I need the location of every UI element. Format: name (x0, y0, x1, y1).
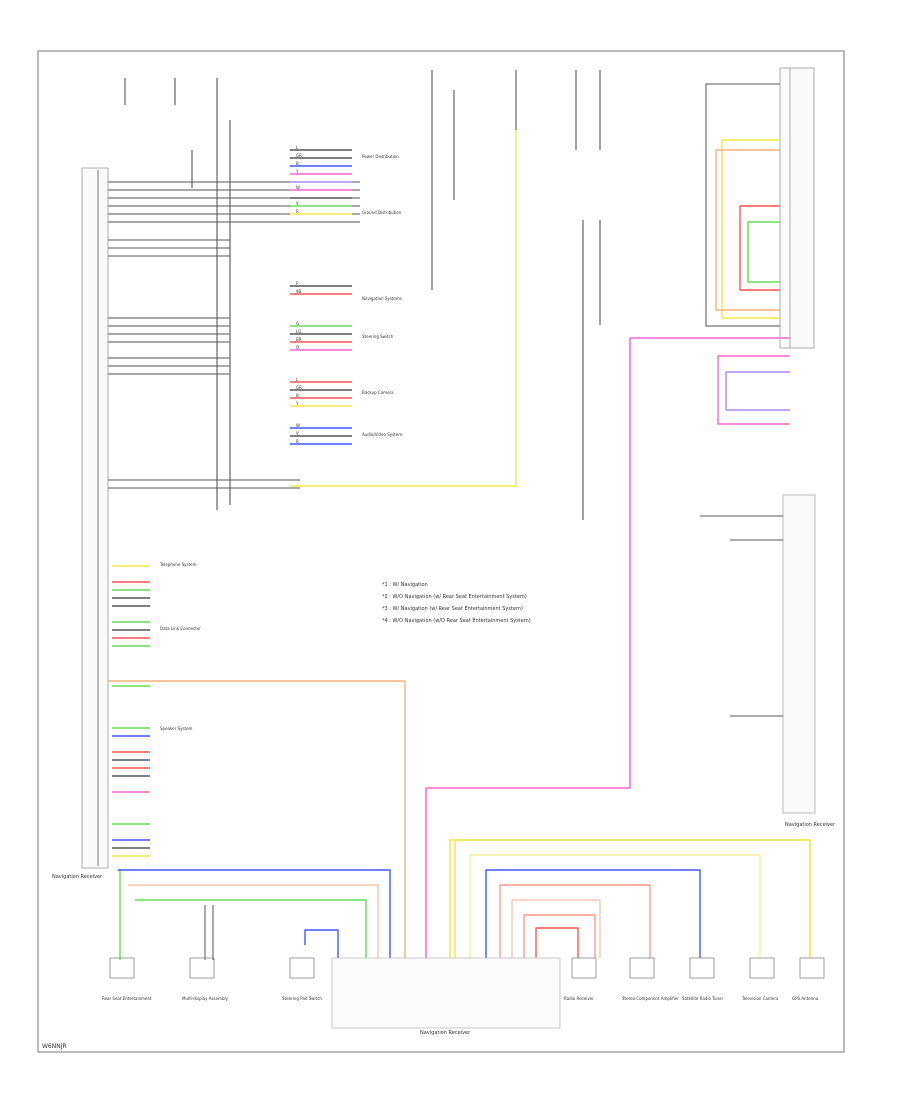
wire-right-loop (747, 221, 780, 283)
wire-label: L (296, 377, 299, 382)
cross-reference-label: Speaker System (160, 726, 193, 731)
left-connector-title: Navigation Receiver (52, 874, 103, 880)
bottom-connector (331, 957, 561, 1029)
wire-right-loop (739, 205, 780, 291)
wire-label: R (296, 209, 299, 214)
component-block (109, 957, 135, 979)
note-4: *4 : W/O Navigation (w/O Rear Seat Enter… (382, 618, 531, 624)
wire-right-loop (717, 355, 790, 425)
wire-yellow-long (290, 130, 517, 487)
wire-label: P (296, 281, 299, 286)
component-label: Rear Seat Entertainment (102, 996, 152, 1001)
note-2: *2 : W/O Navigation (w/ Rear Seat Entert… (382, 594, 527, 600)
cross-reference-label: Backup Camera (362, 390, 394, 395)
top-components (124, 70, 601, 520)
wire-fan (454, 839, 811, 958)
wire-label: V (296, 431, 299, 436)
wire-bottom (128, 884, 379, 958)
wires-group (108, 83, 825, 1003)
diagram-border (37, 50, 845, 1053)
cross-reference-label: Ground Distribution (362, 210, 402, 215)
wire-fan (523, 914, 596, 958)
note-3: *3 : W/ Navigation (w/ Rear Seat Enterta… (382, 606, 523, 612)
bottom-connector-title: Navigation Receiver (420, 1030, 471, 1036)
footer-code: W6NNJR (42, 1043, 67, 1050)
component-label: Television Camera (741, 996, 779, 1001)
wire-label: R (296, 439, 299, 444)
wire-right-loop (725, 371, 790, 411)
cross-reference-label: Steering Switch (362, 334, 394, 339)
wire-label: G (296, 321, 299, 326)
wire-pink-long (425, 337, 790, 958)
top-right-connector (779, 67, 815, 349)
wire-label: W (296, 185, 300, 190)
component-block (749, 957, 775, 979)
wire-label: O (296, 345, 299, 350)
component-label: Multi-display Assembly (182, 996, 229, 1001)
component-block (629, 957, 655, 979)
cross-reference-label: Telephone System (159, 562, 197, 567)
wire-label: GR (296, 385, 302, 390)
wire-label: BR (296, 337, 302, 342)
wire-label: Y (295, 401, 299, 406)
wire-orange-drop (108, 680, 406, 958)
cross-reference-label: Navigation Systems (362, 296, 402, 301)
right-lower-connector (782, 494, 816, 814)
component-label: Radio Receiver (564, 996, 594, 1001)
wire-bottom (304, 929, 339, 958)
wire-fan (485, 869, 701, 958)
component-block (289, 957, 315, 979)
cross-reference-label: Power Distribution (362, 154, 399, 159)
wire-label: GR (296, 153, 302, 158)
wire-label: L (296, 145, 299, 150)
wire-fan (511, 899, 601, 958)
wire-fan (499, 884, 651, 958)
component-label: Satellite Radio Tuner (682, 996, 724, 1001)
component-label: Stereo Component Amplifier (622, 996, 679, 1001)
wire-right-loop (721, 139, 780, 319)
wire-fan (449, 839, 811, 958)
wire-label: V (296, 201, 299, 206)
cross-reference-label: Data Link Connector (160, 626, 201, 631)
wire-label: W (296, 423, 300, 428)
wire-bottom (118, 869, 391, 958)
wire-label: SB (296, 289, 302, 294)
wire-label: Y (295, 169, 299, 174)
wire-label: LG (296, 329, 301, 334)
wire-label: B (296, 161, 299, 166)
component-label: Steering Pad Switch (282, 996, 322, 1001)
component-block (189, 957, 215, 979)
wire-right-loop (705, 83, 780, 327)
component-label: GPS Antenna (792, 996, 819, 1001)
notes-block: *1 : W/ Navigation *2 : W/O Navigation (… (382, 582, 531, 624)
component-block (689, 957, 715, 979)
right-connector-title: Navigation Receiver (785, 822, 836, 828)
wire-bottom (135, 899, 367, 958)
note-1: *1 : W/ Navigation (382, 582, 428, 588)
wire-label: B (296, 393, 299, 398)
cross-reference-label: Audio/Video System (362, 432, 402, 437)
component-block (799, 957, 825, 979)
component-block (571, 957, 597, 979)
wire-right-loop (715, 149, 780, 311)
left-connector-column (81, 167, 109, 869)
wire-fan (469, 854, 761, 958)
wire-fan (535, 927, 579, 958)
